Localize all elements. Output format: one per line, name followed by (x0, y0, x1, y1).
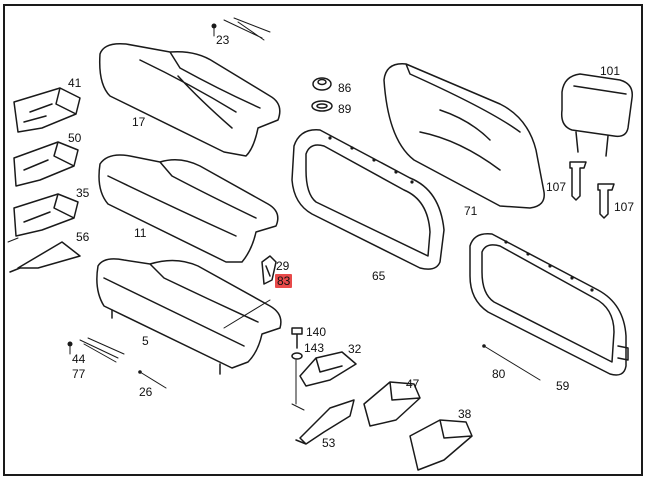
label-56[interactable]: 56 (76, 230, 90, 244)
part-89-drawing (311, 100, 333, 112)
label-38[interactable]: 38 (458, 407, 472, 421)
label-29[interactable]: 29 (276, 259, 290, 273)
part-65-drawing (291, 129, 445, 270)
label-89[interactable]: 89 (338, 102, 352, 116)
label-143[interactable]: 143 (304, 341, 325, 355)
part-29-drawing (261, 255, 277, 285)
label-41[interactable]: 41 (68, 76, 82, 90)
part-32-drawing (291, 351, 357, 411)
label-32[interactable]: 32 (348, 342, 362, 356)
label-47[interactable]: 47 (406, 377, 420, 391)
label-17[interactable]: 17 (132, 115, 146, 129)
label-107-left[interactable]: 107 (546, 180, 567, 194)
part-5-drawing (96, 258, 282, 375)
label-26[interactable]: 26 (139, 385, 153, 399)
part-53-drawing (295, 399, 355, 445)
label-80[interactable]: 80 (492, 367, 506, 381)
label-35[interactable]: 35 (76, 186, 90, 200)
part-86-drawing (312, 77, 332, 91)
label-140[interactable]: 140 (306, 325, 327, 339)
part-26-drawing (138, 370, 167, 389)
part-11-drawing (98, 154, 279, 263)
diagram-frame (3, 4, 643, 476)
label-71[interactable]: 71 (464, 204, 478, 218)
part-47-drawing (363, 381, 421, 427)
label-101[interactable]: 101 (600, 64, 621, 78)
part-140-drawing (291, 327, 303, 349)
label-11[interactable]: 11 (134, 226, 147, 240)
part-41-drawing (13, 87, 81, 133)
label-50[interactable]: 50 (68, 131, 82, 145)
label-86[interactable]: 86 (338, 81, 352, 95)
label-65[interactable]: 65 (372, 269, 386, 283)
part-35-drawing (7, 193, 79, 243)
part-50-drawing (13, 141, 79, 187)
part-38-drawing (409, 419, 473, 471)
part-80-drawing (482, 344, 541, 381)
part-56-drawing (9, 241, 81, 273)
label-44[interactable]: 44 (72, 352, 86, 366)
label-23[interactable]: 23 (216, 33, 230, 47)
part-107b-drawing (597, 183, 615, 219)
label-5[interactable]: 5 (142, 334, 149, 348)
label-107-right[interactable]: 107 (614, 200, 635, 214)
part-59-drawing (469, 233, 629, 376)
part-23-drawing (211, 17, 271, 41)
label-59[interactable]: 59 (556, 379, 570, 393)
part-107a-drawing (569, 161, 587, 201)
part-71-drawing (383, 63, 545, 209)
part-17-drawing (98, 42, 281, 157)
label-53[interactable]: 53 (322, 436, 336, 450)
part-143-drawing (291, 352, 303, 360)
part-44-drawing (67, 337, 125, 363)
label-83-highlighted[interactable]: 83 (275, 274, 293, 288)
part-101-drawing (560, 73, 633, 157)
label-77[interactable]: 77 (72, 367, 86, 381)
